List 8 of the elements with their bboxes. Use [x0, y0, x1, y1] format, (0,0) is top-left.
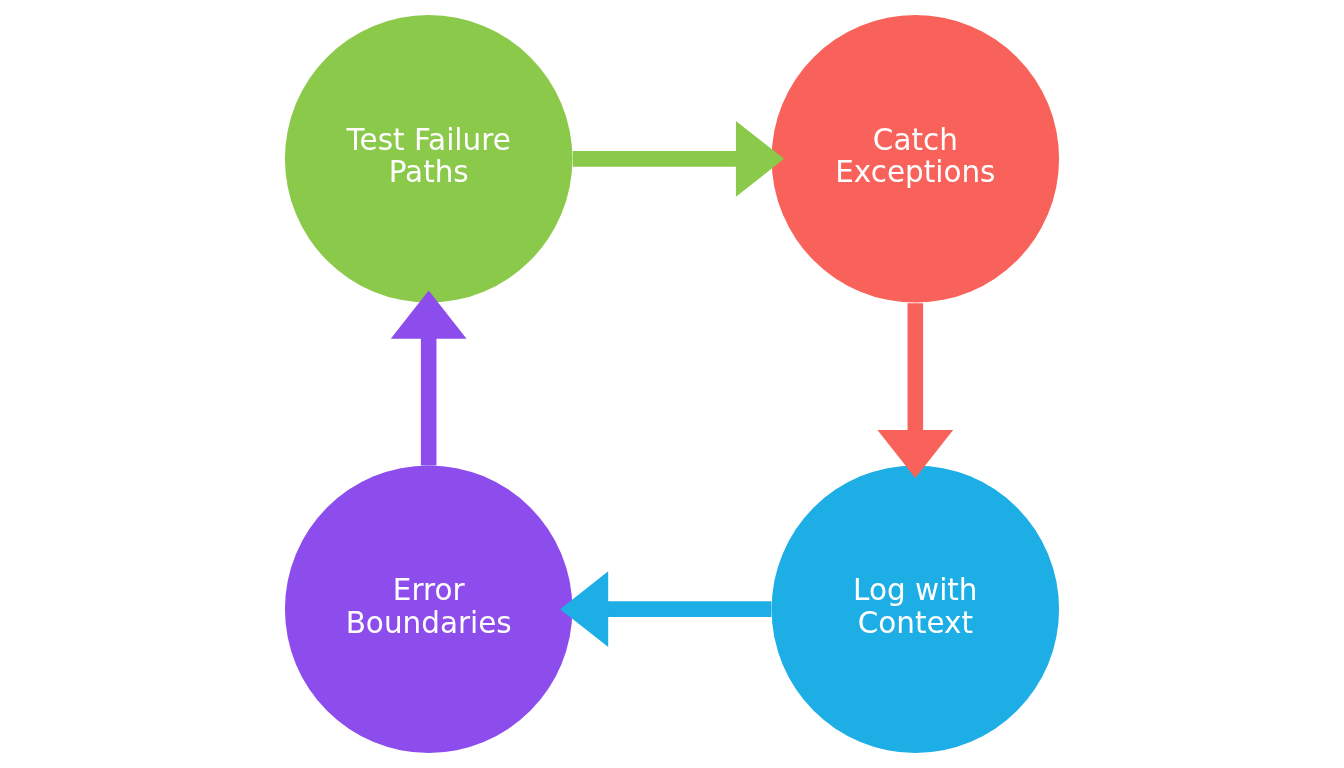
- arrow: [572, 121, 785, 197]
- arrow: [877, 303, 954, 478]
- arrow: [560, 571, 772, 647]
- node-circle: Catch Exceptions: [771, 15, 1060, 303]
- arrow: [390, 290, 467, 466]
- node-circle: Test Failure Paths: [284, 15, 573, 303]
- node-circle: Log with Context: [771, 465, 1060, 753]
- node-circle: Error Boundaries: [284, 465, 573, 753]
